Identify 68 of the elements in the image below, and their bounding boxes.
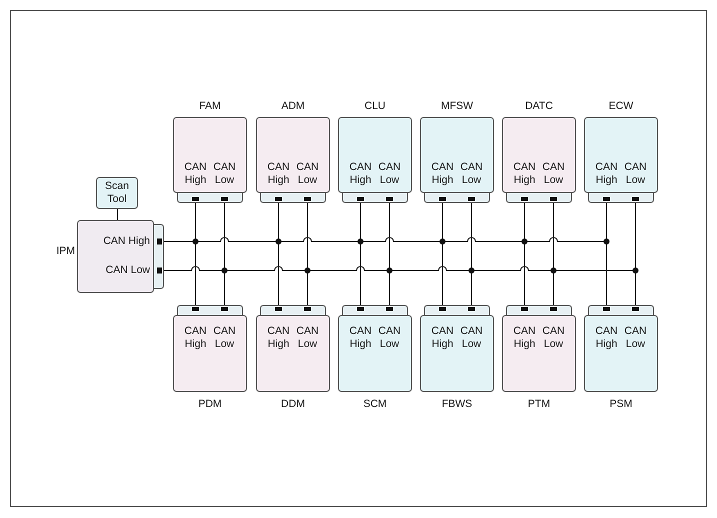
pin-label: CAN High xyxy=(595,324,618,350)
module-label: DATC xyxy=(525,100,553,112)
pin-label: CAN High xyxy=(267,160,290,186)
pin-label: CAN High xyxy=(349,324,372,350)
pin-label: CAN Low xyxy=(296,324,319,350)
device-box xyxy=(96,177,138,209)
wire xyxy=(470,203,472,270)
module-label: FBWS xyxy=(442,398,472,410)
pin-label: CAN Low xyxy=(378,324,401,350)
wire xyxy=(164,237,606,242)
module-label: PTM xyxy=(528,398,550,410)
wire xyxy=(606,242,608,305)
wire xyxy=(116,209,118,220)
wire xyxy=(360,203,362,242)
wire xyxy=(388,270,390,305)
wire xyxy=(470,270,472,305)
module-label: SCM xyxy=(363,398,387,410)
wire xyxy=(606,203,608,242)
pin-label: CAN Low xyxy=(460,160,483,186)
pin-label: CAN Low xyxy=(213,160,236,186)
pin-label: CAN Low xyxy=(106,264,150,277)
wire xyxy=(552,203,554,270)
pin-label: CAN High xyxy=(431,160,454,186)
module-label: MFSW xyxy=(440,100,474,112)
module-label: ECW xyxy=(608,100,634,112)
module-label: IPM xyxy=(56,245,75,258)
pin-label: CAN High xyxy=(431,324,454,350)
pin-label: CAN Low xyxy=(213,324,236,350)
wire xyxy=(224,203,226,270)
pin-label: CAN High xyxy=(513,160,536,186)
pin-label: CAN Low xyxy=(378,160,401,186)
wire xyxy=(552,270,554,305)
module-label: PSM xyxy=(610,398,632,410)
wire xyxy=(524,242,526,305)
pin-label: CAN High xyxy=(184,160,207,186)
pin-label: CAN High xyxy=(267,324,290,350)
module-label: CLU xyxy=(364,100,386,112)
wire xyxy=(360,242,362,305)
wire xyxy=(634,270,636,305)
pin-label: CAN High xyxy=(349,160,372,186)
pin-label: CAN Low xyxy=(624,160,647,186)
wire xyxy=(224,270,226,305)
pin-label: CAN High xyxy=(103,235,150,248)
pin-label: CAN Low xyxy=(542,324,565,350)
module-label: ADM xyxy=(281,100,305,112)
pin-label: CAN Low xyxy=(460,324,483,350)
wire xyxy=(306,270,308,305)
wire xyxy=(194,242,196,305)
pin-label: CAN High xyxy=(595,160,618,186)
device-label: Scan Tool xyxy=(105,180,129,206)
wire xyxy=(164,266,636,272)
wire xyxy=(194,203,196,242)
pin-label: CAN High xyxy=(513,324,536,350)
module-label: FAM xyxy=(199,100,221,112)
pin-label: CAN Low xyxy=(624,324,647,350)
wire xyxy=(524,203,526,242)
wire xyxy=(278,242,280,305)
wire xyxy=(278,203,280,242)
wire xyxy=(388,203,390,270)
module-label: PDM xyxy=(198,398,222,410)
pin-label: CAN Low xyxy=(296,160,319,186)
wire xyxy=(442,242,444,305)
wire xyxy=(634,203,636,270)
wire xyxy=(442,203,444,242)
module-label: DDM xyxy=(281,398,305,410)
pin-label: CAN Low xyxy=(542,160,565,186)
wire xyxy=(306,203,308,270)
pin-label: CAN High xyxy=(184,324,207,350)
